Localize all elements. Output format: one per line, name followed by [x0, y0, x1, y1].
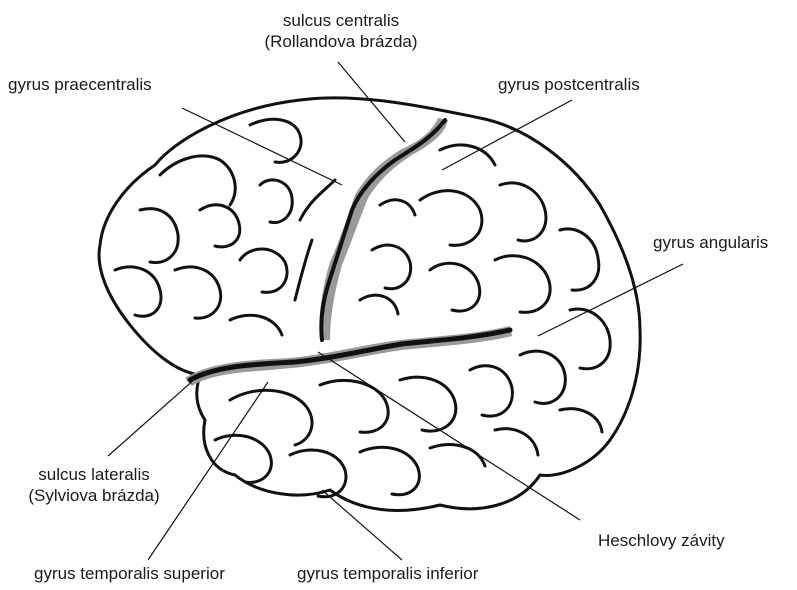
label-sulcus-centralis: sulcus centralis (Rollandova brázda): [246, 10, 436, 52]
label-sulcus-centralis-line2: (Rollandova brázda): [246, 31, 436, 52]
label-gyrus-angularis: gyrus angularis: [653, 232, 768, 253]
label-gyrus-temporalis-superior: gyrus temporalis superior: [34, 563, 225, 584]
leader-gyrus-postcentralis: [442, 100, 572, 170]
leader-gyrus-angularis: [538, 264, 683, 336]
label-sulcus-centralis-line1: sulcus centralis: [246, 10, 436, 31]
leader-sulcus-centralis: [338, 62, 405, 142]
label-gyrus-postcentralis: gyrus postcentralis: [498, 74, 640, 95]
label-gyrus-temporalis-inferior: gyrus temporalis inferior: [297, 563, 478, 584]
label-sulcus-lateralis-line2: (Sylviova brázda): [4, 485, 184, 506]
label-sulcus-lateralis-line1: sulcus lateralis: [4, 464, 184, 485]
label-heschlovy-zavity: Heschlovy závity: [598, 530, 725, 551]
leader-heschlovy-zavity: [318, 352, 580, 520]
label-sulcus-lateralis: sulcus lateralis (Sylviova brázda): [4, 464, 184, 506]
leader-gyrus-praecentralis: [182, 108, 342, 185]
leader-sulcus-lateralis: [108, 378, 196, 456]
label-gyrus-praecentralis: gyrus praecentralis: [8, 74, 152, 95]
leader-gyrus-temporalis-inferior: [322, 490, 402, 560]
